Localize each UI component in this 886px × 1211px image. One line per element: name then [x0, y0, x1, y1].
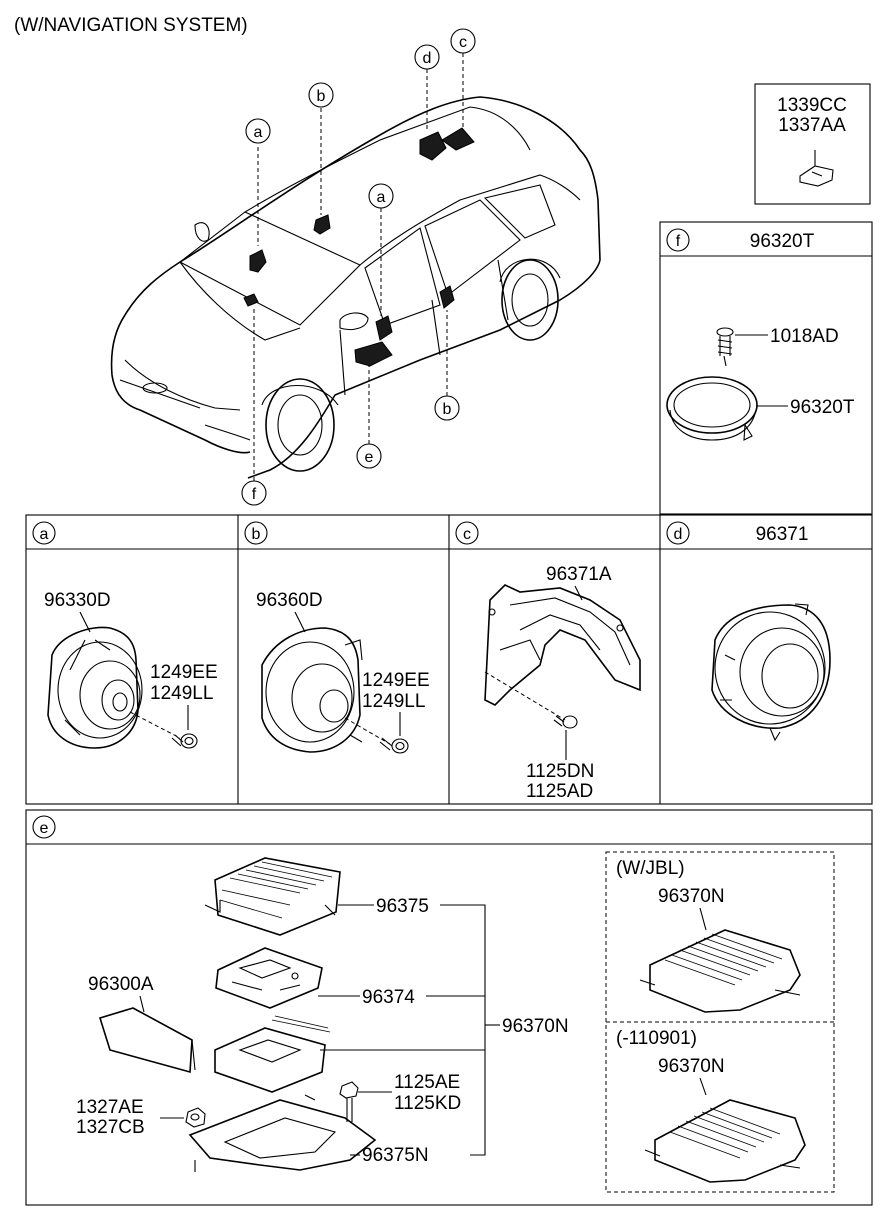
old-amp-icon — [644, 1099, 806, 1183]
amp-board-icon — [215, 947, 323, 1009]
callout-e: e — [356, 443, 382, 469]
speaker-marker-door-a — [375, 315, 393, 341]
svg-text:a: a — [377, 189, 386, 206]
svg-text:b: b — [317, 88, 326, 105]
panel-a-screw2-label: 1249LL — [150, 683, 213, 704]
subwoofer-icon — [711, 603, 831, 742]
panel-b: b 96360D 1249EE 1249LL — [244, 521, 430, 754]
callout-b-rear: b — [308, 82, 334, 108]
subwoofer-marker-d — [419, 131, 447, 161]
amp-assembly-label: 96370N — [502, 1016, 569, 1037]
amp-cover-label: 96375 — [376, 896, 429, 917]
bracket-marker-c — [441, 127, 475, 151]
rear-screw-icon — [379, 737, 409, 754]
clip-icon — [799, 150, 834, 187]
panel-b-screw1-label: 1249EE — [362, 670, 430, 691]
svg-text:e: e — [365, 449, 374, 466]
svg-text:a: a — [254, 124, 263, 141]
jbl-title: (W/JBL) — [616, 858, 685, 879]
panel-c-screw2-label: 1125AD — [526, 781, 593, 802]
panel-c-screw1-label: 1125DN — [526, 761, 594, 782]
callout-f: f — [241, 480, 267, 506]
nut-label-1: 1327AE — [76, 1097, 144, 1118]
panel-a-letter: a — [40, 526, 49, 543]
panel-c-bracket-label: 96371A — [546, 564, 612, 585]
callout-b-door: b — [434, 395, 460, 421]
jbl-amp-icon — [639, 929, 801, 1013]
bolt-icon — [339, 1081, 359, 1122]
diagram-title: (W/NAVIGATION SYSTEM) — [14, 15, 248, 36]
nut-icon — [185, 1107, 206, 1128]
tweeter-marker-f — [243, 293, 259, 307]
car-illustration — [110, 53, 601, 481]
bolt-label-2: 1125KD — [394, 1093, 461, 1114]
amp-board-label: 96374 — [362, 987, 415, 1008]
panel-f: f 96320T 1018AD 96320T — [659, 221, 873, 515]
callout-c: c — [450, 28, 476, 54]
panel-f-speaker-label: 96320T — [790, 397, 855, 418]
bracket-screw-icon — [553, 715, 578, 729]
panel-e: e 96375 96374 96375N — [25, 809, 873, 1206]
svg-text:b: b — [443, 401, 452, 418]
clip-box: 1339CC 1337AA — [754, 83, 871, 205]
front-speaker-icon — [47, 626, 143, 749]
tweeter-icon — [666, 376, 758, 441]
trim-panel-icon — [98, 1007, 196, 1074]
panel-a: a 96330D 1249EE 1249LL — [32, 521, 218, 749]
speaker-marker-door-b — [439, 285, 455, 309]
panel-b-speaker-label: 96360D — [256, 590, 323, 611]
old-part-label: 96370N — [658, 1056, 725, 1077]
amp-bracket-icon — [188, 1094, 377, 1172]
panel-c-letter: c — [463, 526, 471, 543]
clip-part-1: 1339CC — [777, 95, 847, 116]
amp-marker-e — [354, 341, 393, 367]
panel-f-header: 96320T — [750, 231, 815, 252]
speaker-marker-rear-b — [313, 214, 331, 235]
panel-b-screw2-label: 1249LL — [362, 691, 425, 712]
panel-d-header: 96371 — [756, 524, 809, 545]
svg-text:f: f — [252, 486, 257, 503]
panel-a-speaker-label: 96330D — [44, 590, 111, 611]
svg-text:c: c — [459, 34, 467, 51]
old-title: (-110901) — [616, 1028, 697, 1049]
panel-b-letter: b — [252, 526, 261, 543]
panel-d-letter: d — [674, 526, 683, 543]
jbl-part-label: 96370N — [658, 886, 725, 907]
callout-a-front: a — [245, 118, 271, 144]
trim-label: 96300A — [88, 974, 154, 995]
clip-part-2: 1337AA — [778, 115, 846, 136]
panel-d: d 96371 — [666, 521, 831, 742]
amp-base-icon — [214, 1015, 331, 1093]
panel-row — [25, 514, 873, 805]
amp-bracket-label: 96375N — [362, 1145, 429, 1166]
rear-speaker-icon — [261, 627, 363, 753]
panel-a-screw1-label: 1249EE — [150, 662, 218, 683]
nut-label-2: 1327CB — [76, 1117, 145, 1138]
panel-c: c 96371A 1125DN 1125AD — [455, 521, 641, 802]
panel-f-letter: f — [676, 233, 681, 250]
svg-text:d: d — [423, 50, 432, 67]
callout-a-door: a — [368, 183, 394, 209]
jbl-box: (W/JBL) 96370N (-110901) 96370N — [605, 851, 835, 1193]
panel-e-letter: e — [40, 820, 49, 837]
bolt-label-1: 1125AE — [394, 1072, 460, 1093]
panel-f-screw-label: 1018AD — [770, 326, 839, 347]
tweeter-screw-icon — [716, 327, 734, 367]
callout-d: d — [414, 44, 440, 70]
amp-cover-icon — [204, 857, 341, 936]
speaker-bracket-icon — [484, 584, 641, 706]
speaker-marker-front-a — [249, 249, 267, 273]
